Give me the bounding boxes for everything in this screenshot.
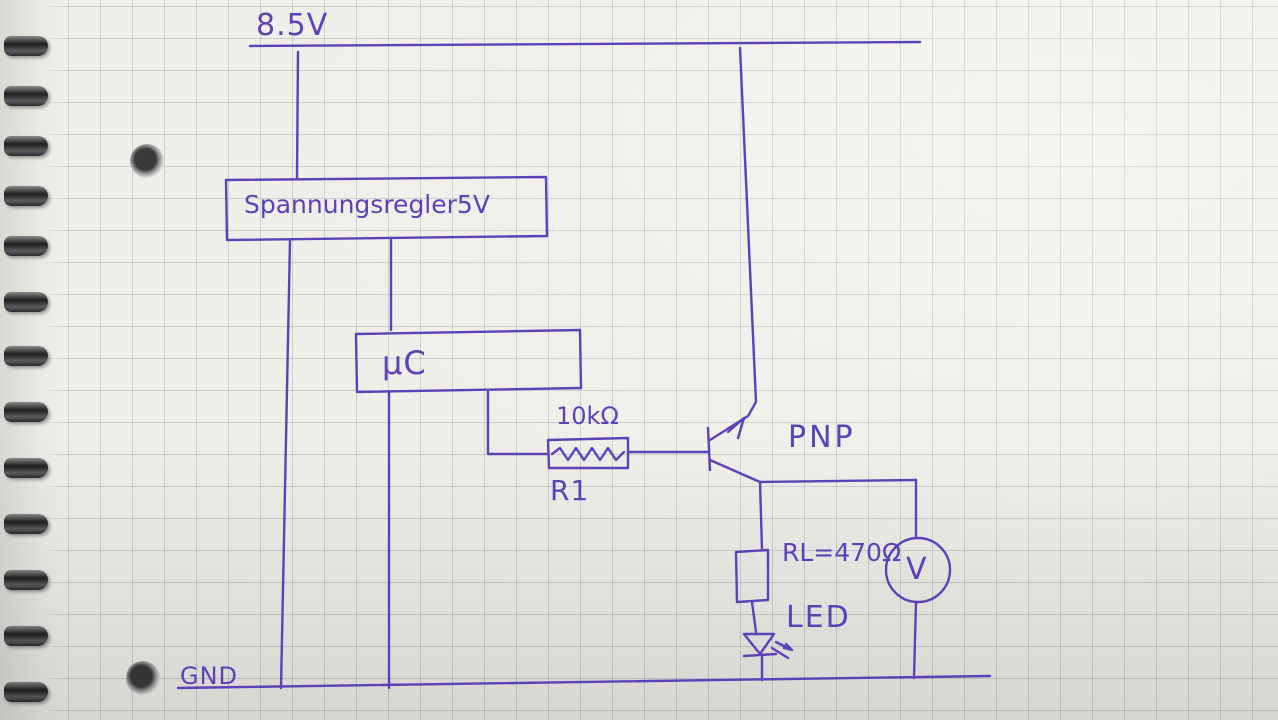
led-label: LED [786,600,851,635]
collector-to-load-wire [758,480,764,552]
supply-voltage-label: 8.5V [256,8,329,43]
mc-output-wire [486,390,550,456]
load-to-led-wire [750,600,758,634]
resistor-value-label: 10kΩ [556,402,619,430]
notebook-binding [0,0,62,720]
punch-hole [130,144,164,178]
led-symbol [742,632,778,658]
pnp-emitter-arrow [726,416,746,440]
spiral-coil [4,570,48,590]
pnp-collector-wire [708,458,918,484]
spiral-coil [4,136,48,156]
spiral-coil [4,682,48,702]
pnp-emitter-wire [708,46,758,442]
mc-label: μC [382,344,427,382]
resistor-name-label: R1 [550,474,590,507]
regulator-label: Spannungsregler5V [244,190,490,219]
spiral-coil [4,626,48,646]
spiral-coil [4,236,48,256]
resistor-r1 [546,436,630,470]
spiral-coil [4,346,48,366]
regulator-box [224,175,549,242]
load-resistor-rl [734,548,770,604]
spiral-coil [4,292,48,312]
transistor-label: PNP [788,420,856,455]
pnp-transistor-base [706,426,712,472]
load-label: RL=470Ω [782,538,902,567]
supply-to-regulator-wire [295,50,300,180]
voltmeter-circle [884,536,952,604]
ground-label: GND [180,662,239,690]
voltmeter-bottom-wire [912,600,918,680]
voltmeter-label: V [906,552,928,587]
ground-rail-wire [176,674,992,690]
regulator-ground-wire [279,238,292,690]
spiral-coil [4,36,48,56]
supply-rail-wire [248,40,922,48]
punch-hole [126,661,160,695]
spiral-coil [4,86,48,106]
resistor-r1-zigzag [550,446,626,462]
mc-box [354,328,583,394]
spiral-coil [4,514,48,534]
spiral-coil [4,402,48,422]
spiral-coil [4,458,48,478]
spiral-coil [4,186,48,206]
led-rays [770,640,794,660]
